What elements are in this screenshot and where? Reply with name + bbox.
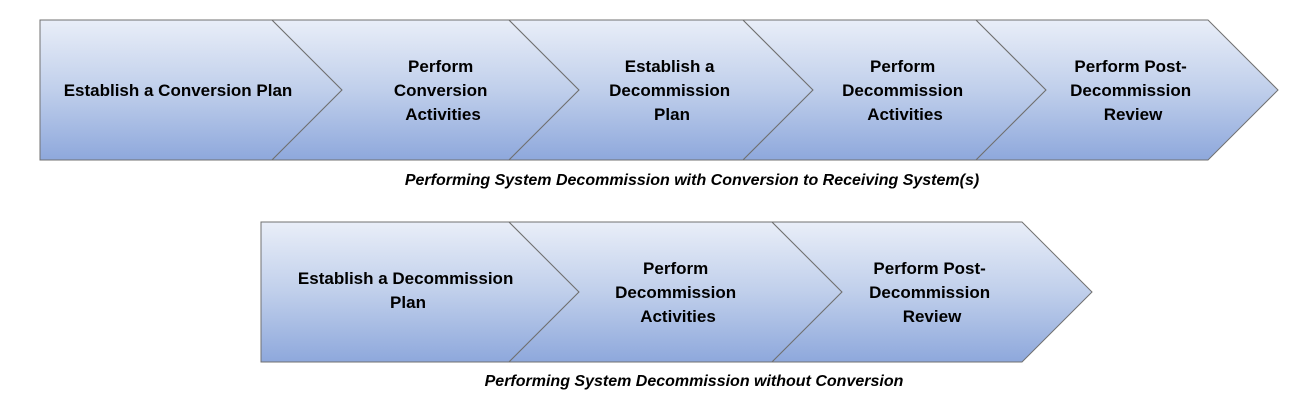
step-label: Perform Decommission Activities [615, 259, 741, 326]
chevron-step: Perform Post- Decommission Review [974, 19, 1279, 161]
step-label: Perform Conversion Activities [394, 57, 492, 124]
chevron-step: Establish a Conversion Plan [39, 19, 343, 161]
step-label: Establish a Decommission Plan [609, 57, 735, 124]
chevron-step: Perform Post- Decommission Review [770, 221, 1093, 363]
flow-caption: Performing System Decommission without C… [485, 373, 904, 390]
chevron-shape [770, 221, 1093, 363]
chevron-step: Perform Decommission Activities [507, 221, 843, 363]
step-label: Establish a Conversion Plan [64, 81, 293, 100]
step-label: Perform Decommission Activities [842, 57, 968, 124]
flow-row-with-conversion: Establish a Conversion Plan Perform Conv… [39, 19, 1279, 189]
flow-caption: Performing System Decommission with Conv… [405, 172, 979, 189]
step-label: Perform Post- Decommission Review [1070, 57, 1196, 124]
chevron-step: Perform Conversion Activities [270, 19, 580, 161]
chevron-shape [974, 19, 1279, 161]
chevron-step: Establish a Decommission Plan [260, 221, 580, 363]
flow-row-without-conversion: Establish a Decommission Plan Perform De… [260, 221, 1093, 390]
step-label: Perform Post- Decommission Review [869, 259, 995, 326]
step-label: Establish a Decommission Plan [298, 269, 518, 312]
